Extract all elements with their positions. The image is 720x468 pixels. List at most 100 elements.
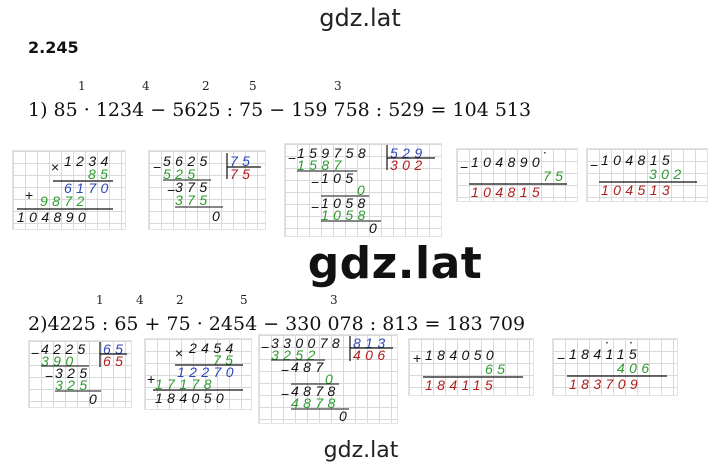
- plus-sign: +: [25, 187, 34, 203]
- calc-lines: [297, 145, 435, 222]
- subtrahend-1: 390: [41, 353, 78, 369]
- minus-sign: −: [590, 157, 599, 173]
- dividend: 159758: [297, 145, 371, 161]
- subtrahend-1: 3252: [271, 347, 320, 363]
- subtrahend-2: 0: [357, 182, 370, 198]
- calc-lines: [163, 153, 261, 208]
- subtrahend-3: 4878: [291, 395, 340, 411]
- remainder-1: 375: [175, 179, 212, 195]
- watermark-bottom: gdz.lat: [323, 438, 399, 463]
- dividend: 4225: [41, 341, 90, 357]
- dividend: 5625: [163, 153, 212, 169]
- divisor: 529: [390, 145, 427, 161]
- order-mark: 4: [136, 293, 144, 307]
- divisor: 75: [230, 153, 255, 169]
- calc-lines: [17, 180, 113, 210]
- calc-division-330078: − 330078 813 3252 406 − 487 0 − 4878 487…: [258, 334, 398, 424]
- difference: 183709: [569, 376, 643, 392]
- partial-product-2: 17178: [155, 376, 216, 392]
- minus-sign: −: [31, 345, 40, 361]
- subtrahend: 406: [617, 360, 654, 376]
- partial-product-1: 12270: [177, 364, 238, 380]
- calc-lines: [41, 342, 127, 392]
- remainder-2: 4878: [291, 383, 340, 399]
- subtrahend-2: 375: [175, 192, 212, 208]
- task-number: 2.245: [28, 38, 79, 57]
- minus-sign: −: [557, 350, 566, 366]
- minus-sign: −: [153, 159, 162, 175]
- remainder: 0: [369, 220, 382, 236]
- calc-subtraction-104890: · − 104890 75 104815: [456, 146, 578, 202]
- minus-sign: −: [45, 368, 54, 384]
- order-mark: 4: [142, 79, 150, 93]
- difference: 104513: [601, 182, 675, 198]
- calc-lines: [567, 375, 667, 377]
- calc-lines: [423, 376, 523, 378]
- subtrahend-1: 1587: [297, 157, 346, 173]
- minus-sign: −: [311, 174, 320, 190]
- partial-product-1: 6170: [64, 180, 113, 196]
- minus-sign: −: [460, 159, 469, 175]
- calc-division-4225: − 4225 65 390 65 − 325 325 0: [28, 340, 132, 408]
- subtrahend: 75: [543, 168, 568, 184]
- order-mark: 5: [240, 293, 248, 307]
- borrow-dot: ·: [543, 146, 547, 160]
- factor-b: 75: [213, 352, 238, 368]
- minus-sign: −: [261, 339, 270, 355]
- remainder: 0: [89, 391, 102, 407]
- product-result: 104890: [17, 209, 91, 225]
- subtrahend-3: 1058: [321, 207, 370, 223]
- calc-lines: [153, 364, 243, 391]
- remainder-1: 105: [321, 170, 358, 186]
- remainder-1: 325: [55, 365, 92, 381]
- subtrahend-1: 525: [163, 166, 200, 182]
- minus-sign: −: [281, 386, 290, 402]
- quotient: 65: [103, 353, 128, 369]
- calc-addition-184050: + 184050 65 184115: [408, 338, 534, 396]
- minus-sign: −: [288, 150, 297, 166]
- order-mark: 3: [334, 79, 342, 93]
- remainder-2: 1058: [321, 195, 370, 211]
- calc-lines: [599, 181, 697, 183]
- times-sign: ×: [51, 159, 60, 175]
- remainder-1: 487: [291, 359, 328, 375]
- plus-sign: +: [147, 371, 156, 387]
- quotient: 406: [353, 347, 390, 363]
- order-mark: 1: [96, 293, 104, 307]
- minuend: 184115: [569, 346, 642, 362]
- remainder: 0: [212, 208, 225, 224]
- watermark-top: gdz.lat: [319, 4, 401, 32]
- addend-b: 65: [485, 361, 510, 377]
- subtrahend: 302: [649, 166, 686, 182]
- minuend: 104815: [601, 152, 675, 168]
- order-mark: 2: [176, 293, 184, 307]
- expression-1: 1) 85 · 1234 − 5625 : 75 − 159 758 : 529…: [28, 99, 532, 121]
- factor-a: 2454: [189, 340, 238, 356]
- order-mark: 3: [330, 293, 338, 307]
- calc-lines: [271, 336, 393, 410]
- calc-subtraction-104815: − 104815 302 104513: [586, 148, 708, 202]
- calc-multiplication-1: × 1234 85 6170 + 9872 104890: [12, 150, 126, 230]
- calc-multiplication-2: × 2454 75 12270 + 17178 184050: [144, 338, 252, 410]
- minus-sign: −: [281, 362, 290, 378]
- expression-2: 2)4225 : 65 + 75 · 2454 − 330 078 : 813 …: [28, 313, 526, 335]
- calc-division-159758: − 159758 529 1587 302 − 105 0 − 1058 105…: [284, 143, 442, 237]
- order-mark: 2: [202, 79, 210, 93]
- minuend: 104890: [471, 154, 545, 170]
- minus-sign: −: [167, 182, 176, 198]
- minus-sign: −: [311, 199, 320, 215]
- calc-subtraction-184115: · · − 184115 406 183709: [552, 336, 678, 396]
- calc-lines: [469, 183, 567, 185]
- borrow-dot: ·: [629, 336, 633, 350]
- factor-a: 1234: [64, 153, 113, 169]
- quotient: 302: [390, 157, 427, 173]
- plus-sign: +: [413, 350, 422, 366]
- calc-division-5625: − 5625 75 525 75 − 375 375 0: [148, 150, 266, 230]
- order-mark: 5: [249, 79, 257, 93]
- sum: 184115: [425, 377, 498, 393]
- watermark-center: gdz.lat: [307, 238, 483, 289]
- borrow-dot: ·: [605, 336, 609, 350]
- difference: 104815: [471, 184, 545, 200]
- addend-a: 184050: [425, 347, 499, 363]
- factor-b: 85: [88, 166, 113, 182]
